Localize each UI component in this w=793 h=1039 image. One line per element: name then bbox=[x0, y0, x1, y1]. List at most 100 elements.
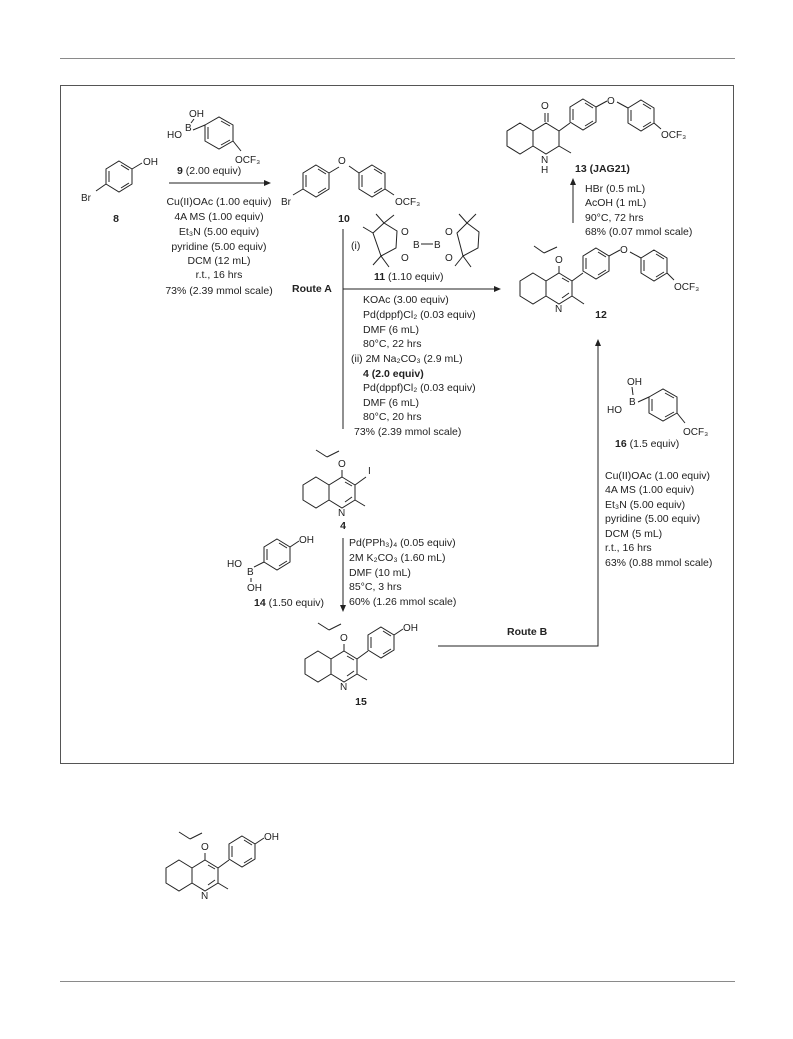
svg-text:HO: HO bbox=[607, 405, 622, 416]
svg-text:B: B bbox=[629, 397, 636, 408]
route-a-label: Route A bbox=[292, 283, 332, 295]
svg-text:(i): (i) bbox=[351, 240, 360, 252]
svg-text:O: O bbox=[401, 253, 409, 264]
route-b-conditions: Cu(II)OAc (1.00 equiv) 4A MS (1.00 equiv… bbox=[605, 470, 712, 569]
svg-text:N: N bbox=[555, 304, 562, 315]
svg-text:r.t., 16 hrs: r.t., 16 hrs bbox=[196, 269, 243, 281]
svg-text:OH: OH bbox=[247, 583, 262, 594]
compound-12-structure: O O OCF₃ N bbox=[519, 245, 699, 315]
svg-text:N: N bbox=[541, 155, 548, 166]
svg-text:OH: OH bbox=[627, 377, 642, 388]
svg-text:OH: OH bbox=[264, 832, 279, 843]
svg-text:O: O bbox=[401, 227, 409, 238]
svg-text:73% (2.39 mmol scale): 73% (2.39 mmol scale) bbox=[354, 426, 461, 438]
svg-text:OH: OH bbox=[143, 157, 158, 168]
svg-text:DMF (6 mL): DMF (6 mL) bbox=[363, 324, 419, 336]
svg-text:DCM (5 mL): DCM (5 mL) bbox=[605, 528, 662, 540]
route-b-label: Route B bbox=[507, 626, 548, 638]
svg-text:4 (2.0 equiv): 4 (2.0 equiv) bbox=[363, 368, 424, 380]
svg-text:OCF₃: OCF₃ bbox=[683, 427, 708, 438]
svg-text:Pd(dppf)Cl₂ (0.03 equiv): Pd(dppf)Cl₂ (0.03 equiv) bbox=[363, 382, 476, 394]
svg-text:B: B bbox=[413, 240, 420, 251]
reaction-scheme: OH Br 8 OH B HO OCF₃ 9 (2.00 equiv) Cu(I… bbox=[81, 96, 712, 708]
svg-text:90°C, 72 hrs: 90°C, 72 hrs bbox=[585, 212, 643, 224]
svg-text:63% (0.88 mmol scale): 63% (0.88 mmol scale) bbox=[605, 557, 712, 569]
svg-text:O: O bbox=[201, 842, 209, 853]
standalone-structure: O OH N bbox=[165, 831, 279, 902]
svg-text:4A MS (1.00 equiv): 4A MS (1.00 equiv) bbox=[174, 211, 263, 223]
compound-13-structure: O N H O OCF₃ bbox=[506, 96, 686, 176]
svg-text:N: N bbox=[201, 891, 208, 902]
svg-text:Br: Br bbox=[281, 197, 292, 208]
compound-14-structure: OH B HO OH bbox=[227, 535, 314, 594]
svg-text:O: O bbox=[541, 101, 549, 112]
compound-15-label: 15 bbox=[355, 696, 367, 708]
svg-text:r.t., 16 hrs: r.t., 16 hrs bbox=[605, 542, 652, 554]
compound-10-label: 10 bbox=[338, 213, 350, 225]
svg-text:Pd(PPh₃)₄ (0.05 equiv): Pd(PPh₃)₄ (0.05 equiv) bbox=[349, 537, 456, 549]
svg-text:Br: Br bbox=[81, 193, 92, 204]
route-b-connector bbox=[438, 345, 599, 647]
compound-8-label: 8 bbox=[113, 213, 119, 225]
svg-text:(ii) 2M Na₂CO₃ (2.9 mL): (ii) 2M Na₂CO₃ (2.9 mL) bbox=[351, 353, 463, 365]
svg-text:4A MS (1.00 equiv): 4A MS (1.00 equiv) bbox=[605, 484, 694, 496]
svg-text:O: O bbox=[607, 96, 615, 107]
route-a-conditions: KOAc (3.00 equiv) Pd(dppf)Cl₂ (0.03 equi… bbox=[351, 294, 476, 438]
svg-text:HO: HO bbox=[167, 130, 182, 141]
svg-text:I: I bbox=[368, 466, 371, 477]
svg-text:O: O bbox=[340, 633, 348, 644]
svg-text:Pd(dppf)Cl₂ (0.03 equiv): Pd(dppf)Cl₂ (0.03 equiv) bbox=[363, 309, 476, 321]
svg-text:DMF (6 mL): DMF (6 mL) bbox=[363, 397, 419, 409]
step-13-conditions: HBr (0.5 mL) AcOH (1 mL) 90°C, 72 hrs 68… bbox=[585, 183, 692, 238]
compound-16-label: 16 (1.5 equiv) bbox=[615, 438, 679, 450]
svg-text:DMF (10 mL): DMF (10 mL) bbox=[349, 567, 411, 579]
svg-text:O: O bbox=[338, 459, 346, 470]
svg-text:KOAc (3.00 equiv): KOAc (3.00 equiv) bbox=[363, 294, 449, 306]
compound-15-structure: O OH N bbox=[304, 622, 418, 693]
svg-text:2M K₂CO₃ (1.60 mL): 2M K₂CO₃ (1.60 mL) bbox=[349, 552, 445, 564]
reaction-scheme-frame: OH Br 8 OH B HO OCF₃ 9 (2.00 equiv) Cu(I… bbox=[60, 85, 734, 764]
compound-9-label: 9 (2.00 equiv) bbox=[177, 165, 241, 177]
svg-text:AcOH (1 mL): AcOH (1 mL) bbox=[585, 197, 646, 209]
svg-text:OCF₃: OCF₃ bbox=[395, 197, 420, 208]
compound-11-label: 11 (1.10 equiv) bbox=[374, 271, 443, 283]
svg-text:Cu(II)OAc (1.00 equiv): Cu(II)OAc (1.00 equiv) bbox=[605, 470, 710, 482]
svg-text:85°C, 3 hrs: 85°C, 3 hrs bbox=[349, 581, 402, 593]
compound-9-structure: OH B HO OCF₃ bbox=[167, 109, 260, 166]
svg-text:Et₃N (5.00 equiv): Et₃N (5.00 equiv) bbox=[605, 499, 685, 511]
compound-10-structure: Br O OCF₃ bbox=[281, 156, 420, 208]
compound-16-structure: OH B HO OCF₃ bbox=[607, 377, 708, 438]
svg-text:OCF₃: OCF₃ bbox=[235, 155, 260, 166]
svg-text:O: O bbox=[555, 255, 563, 266]
svg-text:N: N bbox=[340, 682, 347, 693]
svg-text:OCF₃: OCF₃ bbox=[661, 130, 686, 141]
header-rule bbox=[60, 58, 735, 59]
svg-text:80°C, 20 hrs: 80°C, 20 hrs bbox=[363, 411, 421, 423]
svg-text:B: B bbox=[185, 123, 192, 134]
svg-text:O: O bbox=[620, 245, 628, 256]
svg-text:OCF₃: OCF₃ bbox=[674, 282, 699, 293]
svg-text:pyridine (5.00 equiv): pyridine (5.00 equiv) bbox=[171, 241, 266, 253]
footer-rule bbox=[60, 981, 735, 982]
svg-text:HBr (0.5 mL): HBr (0.5 mL) bbox=[585, 183, 645, 195]
svg-text:Cu(II)OAc (1.00 equiv): Cu(II)OAc (1.00 equiv) bbox=[166, 196, 271, 208]
step1-conditions: Cu(II)OAc (1.00 equiv) 4A MS (1.00 equiv… bbox=[165, 196, 272, 297]
svg-text:68% (0.07 mmol scale): 68% (0.07 mmol scale) bbox=[585, 226, 692, 238]
svg-text:H: H bbox=[541, 165, 548, 176]
svg-text:DCM (12 mL): DCM (12 mL) bbox=[187, 255, 250, 267]
compound-8-structure: OH Br bbox=[81, 157, 158, 204]
svg-text:OH: OH bbox=[403, 623, 418, 634]
svg-text:O: O bbox=[445, 253, 453, 264]
svg-text:N: N bbox=[338, 508, 345, 519]
compound-13-label: 13 (JAG21) bbox=[575, 163, 630, 175]
svg-text:73% (2.39 mmol scale): 73% (2.39 mmol scale) bbox=[165, 285, 272, 297]
svg-text:OH: OH bbox=[299, 535, 314, 546]
svg-text:60% (1.26 mmol scale): 60% (1.26 mmol scale) bbox=[349, 596, 456, 608]
svg-text:B: B bbox=[247, 567, 254, 578]
svg-text:HO: HO bbox=[227, 559, 242, 570]
svg-text:O: O bbox=[445, 227, 453, 238]
compound-4-label: 4 bbox=[340, 520, 346, 532]
svg-text:80°C, 22 hrs: 80°C, 22 hrs bbox=[363, 338, 421, 350]
svg-text:pyridine (5.00 equiv): pyridine (5.00 equiv) bbox=[605, 513, 700, 525]
compound-12-label: 12 bbox=[595, 309, 607, 321]
